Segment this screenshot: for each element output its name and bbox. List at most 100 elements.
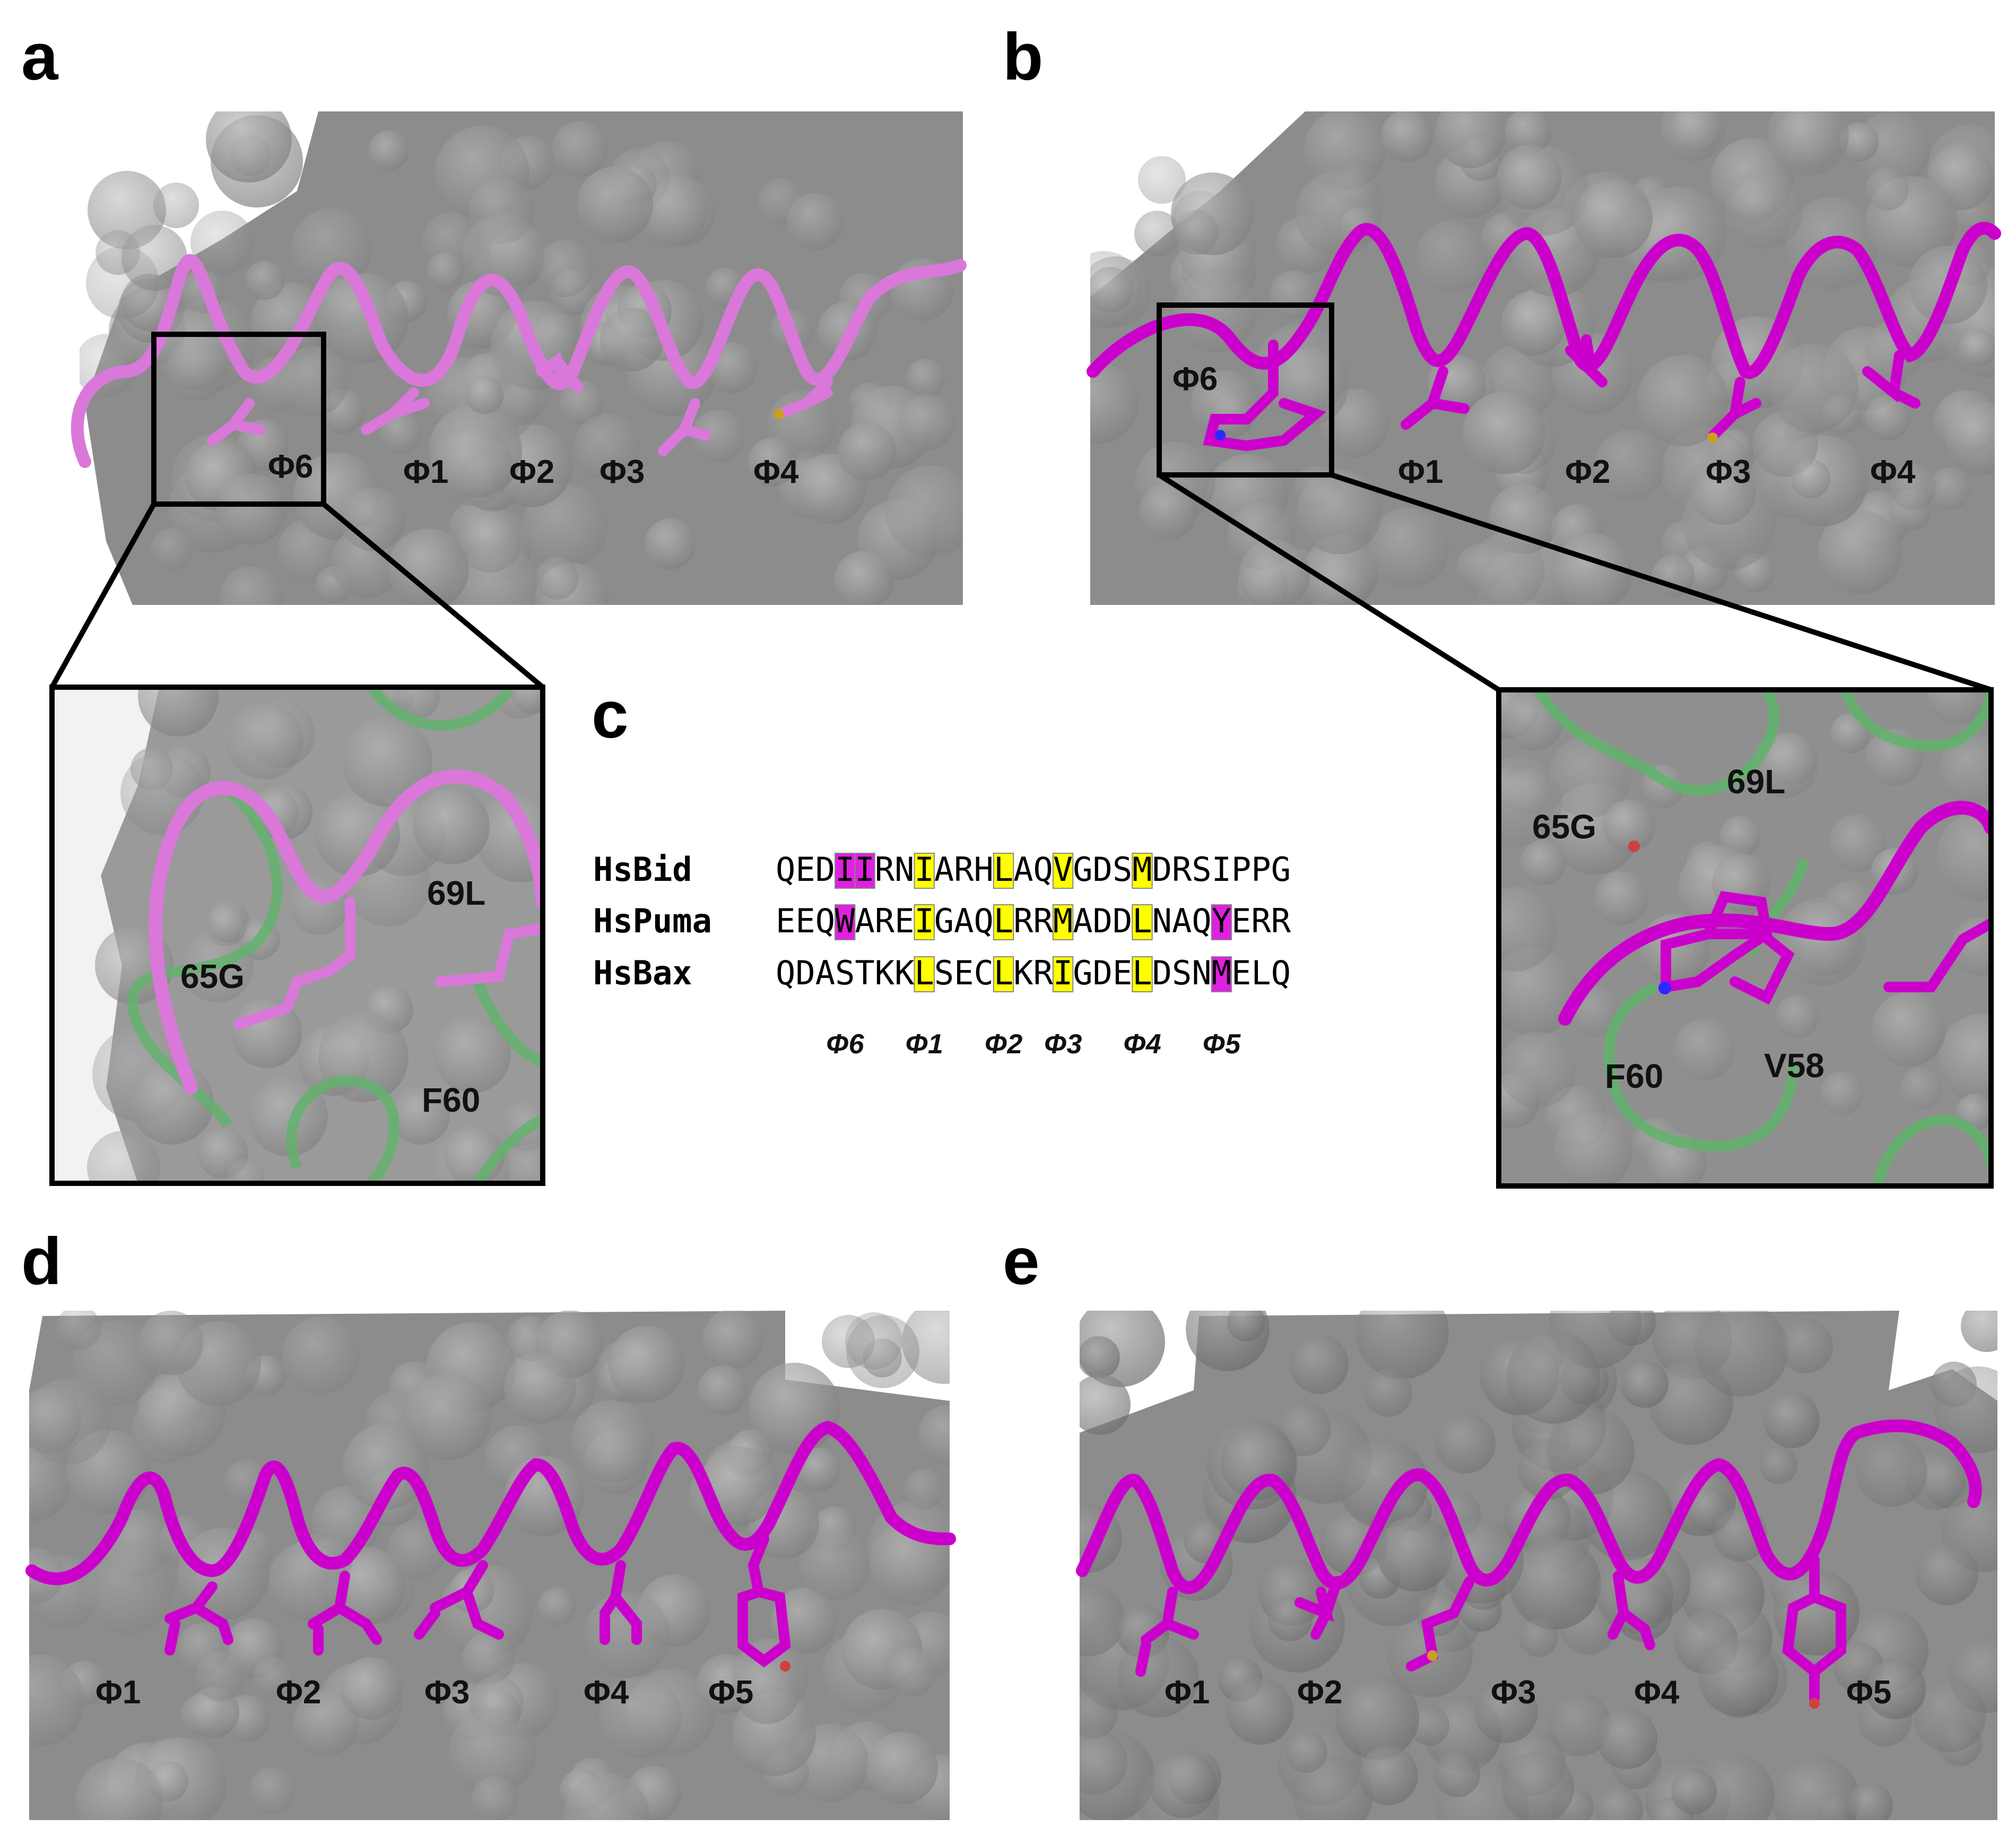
- surface-bump: [799, 1529, 870, 1600]
- panel-b-marker: Φ1: [1398, 454, 1443, 490]
- surface-bump: [1435, 111, 1506, 168]
- surface-bump: [433, 1016, 511, 1093]
- surface-bump: [1505, 111, 1551, 155]
- surface-bump: [1866, 321, 1924, 379]
- surface-bump: [1595, 1786, 1643, 1820]
- panel-a-marker: Φ3: [599, 454, 645, 490]
- panel-b-zoom-lines: [1158, 472, 1992, 692]
- surface-bump: [1865, 1659, 1926, 1719]
- surface-bump: [846, 1315, 919, 1388]
- surface-bump: [1507, 1330, 1600, 1424]
- surface-bump: [1939, 1014, 1991, 1104]
- surface-bump: [1763, 1392, 1820, 1448]
- protein-name: HsPuma: [593, 902, 712, 940]
- surface-bump: [206, 111, 292, 183]
- inset-a-residue-label: 65G: [180, 957, 245, 995]
- panel-b: b Φ6 Φ1 Φ2 Φ3 Φ4: [1003, 20, 2001, 692]
- panel-d-marker: Φ5: [708, 1674, 753, 1711]
- surface-bump: [1090, 362, 1139, 444]
- panel-a-surface: [80, 111, 963, 605]
- panel-d-marker: Φ4: [584, 1674, 629, 1711]
- surface-bump: [1594, 430, 1665, 501]
- panel-b-zoom-box: [1157, 302, 1334, 478]
- surface-bump: [380, 411, 422, 454]
- surface-bump: [600, 308, 664, 371]
- surface-bump: [1377, 1516, 1453, 1591]
- panel-d-sidechains: [164, 1534, 791, 1668]
- surface-bump: [1149, 1750, 1217, 1818]
- surface-bump: [1691, 460, 1756, 525]
- residue-highlight: [835, 904, 856, 940]
- inset-a-residue-label: 69L: [427, 874, 485, 912]
- surface-bump: [1818, 510, 1902, 594]
- panel-label-c: c: [592, 678, 629, 752]
- surface-bump: [748, 437, 797, 486]
- panel-a-sidechains: [207, 352, 833, 456]
- surface-bump: [465, 376, 503, 414]
- surface-bump: [1939, 734, 1991, 804]
- surface-bump: [1671, 1769, 1717, 1814]
- hydrophobic-position-label: Φ4: [1123, 1029, 1161, 1060]
- surface-bump: [1470, 533, 1545, 605]
- surface-bump: [153, 309, 235, 391]
- surface-bump: [1285, 1730, 1327, 1773]
- protein-sequence: QEDIIRNIARHLAQVGDSMDRSIPPG: [776, 850, 1291, 889]
- panel-b-sidechains: [1203, 334, 1921, 452]
- inset-b-residue-label: F60: [1605, 1057, 1663, 1095]
- surface-bump: [538, 1587, 576, 1625]
- residue-highlight: [1211, 956, 1232, 992]
- panel-d-surface: [29, 1311, 950, 1820]
- hydrophobic-position-label: Φ1: [905, 1029, 943, 1060]
- surface-bump: [138, 1311, 203, 1375]
- surface-bump: [395, 687, 440, 719]
- surface-bump: [1934, 1366, 1997, 1453]
- surface-bump: [282, 1317, 360, 1394]
- surface-bump: [29, 1655, 84, 1747]
- surface-bump: [1856, 1436, 1927, 1507]
- surface-bump: [918, 1405, 950, 1466]
- surface-bump: [196, 1651, 246, 1701]
- surface-bump: [1621, 1360, 1669, 1408]
- inset-b-helix: [1558, 801, 1991, 1026]
- surface-bump: [1759, 1446, 1797, 1484]
- surface-bump: [1227, 1678, 1293, 1745]
- surface-bump: [1913, 1679, 1986, 1752]
- surface-bump: [1134, 211, 1180, 256]
- surface-bump: [1138, 156, 1186, 204]
- surface-bump: [1174, 210, 1219, 255]
- panel-d-helix: [25, 1421, 956, 1586]
- surface-bump: [838, 422, 896, 481]
- residue-highlight: [1132, 904, 1153, 940]
- surface-bump: [341, 488, 405, 551]
- surface-bump: [1080, 1336, 1120, 1379]
- protein-name: HsBax: [593, 954, 692, 992]
- panel-e-helix: [1076, 1419, 1982, 1594]
- panel-d: d Φ1 Φ2 Φ3 Φ4 Φ5: [21, 1225, 956, 1820]
- surface-bump: [56, 1311, 101, 1350]
- surface-bump: [1574, 179, 1653, 258]
- panel-e-marker: Φ4: [1634, 1674, 1680, 1711]
- surface-bump: [151, 528, 193, 570]
- surface-bump: [29, 1387, 81, 1453]
- surface-bump: [249, 1767, 296, 1814]
- surface-bump: [153, 183, 199, 228]
- surface-bump: [472, 1776, 517, 1820]
- surface-bump: [205, 905, 247, 946]
- surface-bump: [1502, 1752, 1574, 1820]
- surface-bump: [226, 702, 303, 780]
- surface-bump: [343, 1424, 429, 1510]
- inset-b-residue-label: 65G: [1532, 808, 1596, 846]
- surface-bump: [1338, 1438, 1428, 1528]
- surface-bump: [1597, 1709, 1657, 1769]
- surface-bump: [574, 414, 640, 480]
- panel-b-marker: Φ3: [1706, 454, 1751, 490]
- surface-bump: [1090, 267, 1133, 313]
- surface-bump: [1080, 1729, 1127, 1795]
- residue-highlight: [1052, 904, 1074, 940]
- panel-d-marker: Φ2: [276, 1674, 321, 1711]
- panel-e-marker: Φ3: [1491, 1674, 1536, 1711]
- surface-bump: [1297, 470, 1381, 555]
- surface-bump: [75, 1757, 163, 1820]
